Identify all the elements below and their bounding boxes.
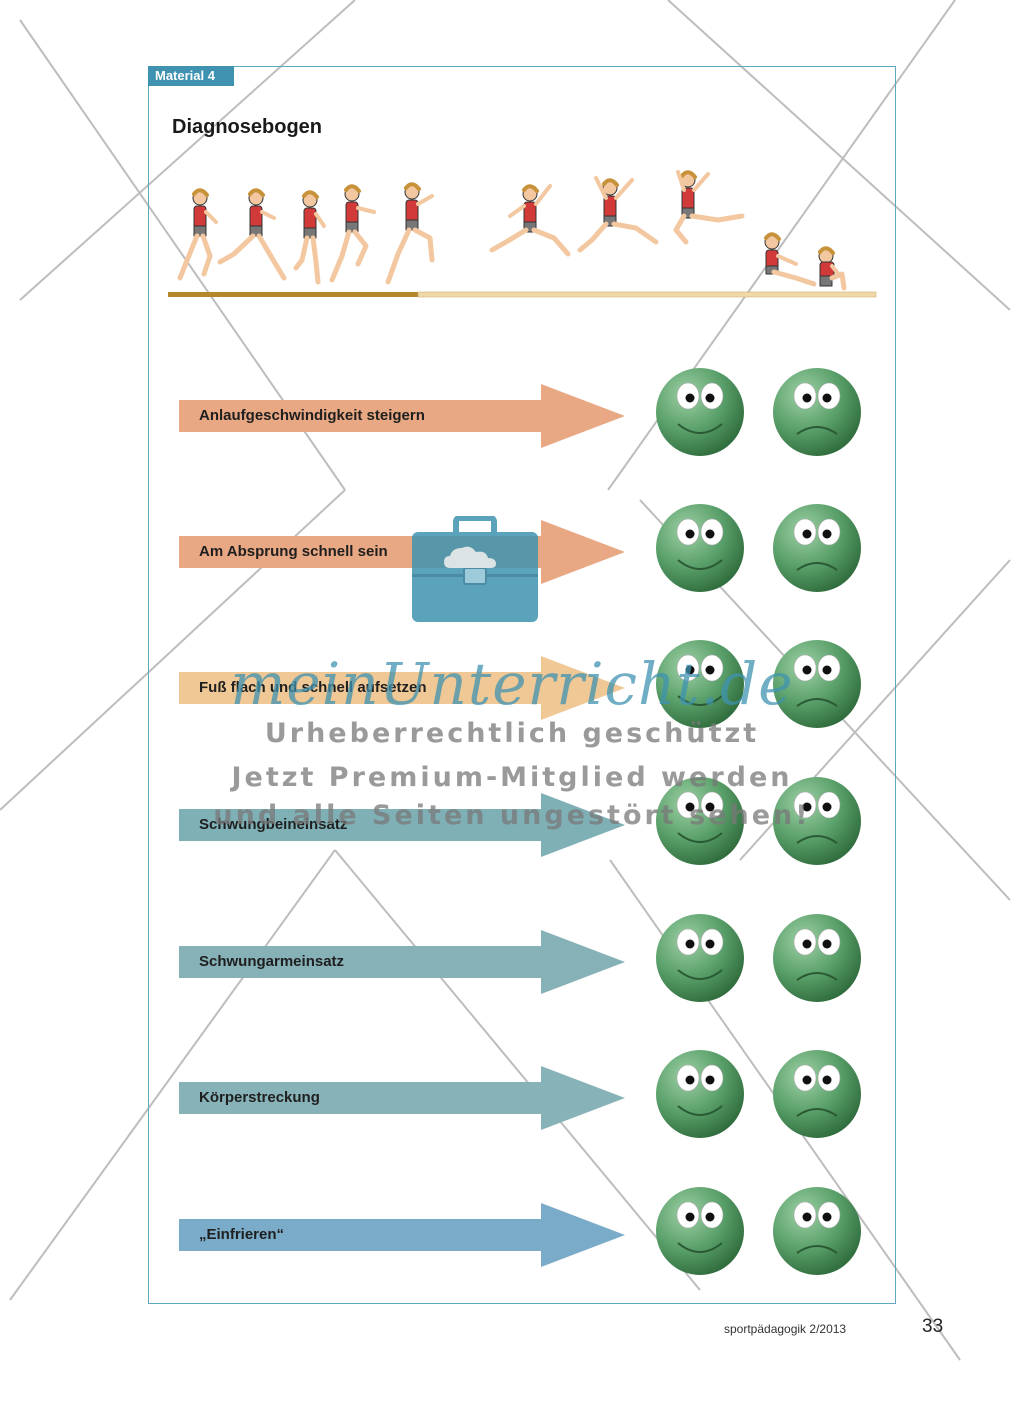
diagnosis-row: „Einfrieren“ [0,1187,1024,1275]
sad-face-icon[interactable] [771,366,863,458]
page-title: Diagnosebogen [172,116,323,138]
arrow-shape [179,1066,625,1130]
jumper-figure [329,184,376,283]
criterion-label: Fuß flach und schnell aufsetzen [199,679,427,696]
jumper-figure [177,188,218,281]
sad-face-icon[interactable] [771,638,863,730]
criterion-label: Am Absprung schnell sein [199,543,388,560]
diagnosis-row: Fuß flach und schnell aufsetzen [0,640,1024,728]
criterion-label: Anlaufgeschwindigkeit steigern [199,407,425,424]
jumper-figure [489,184,571,257]
track-runway [168,292,418,297]
material-frame [148,66,896,1304]
sad-face-icon[interactable] [771,912,863,1004]
jumper-figure [577,176,659,253]
track-sandpit [417,291,877,298]
jumper-figure [764,232,817,287]
watermark-logo: meinUnterricht.de [230,650,794,718]
diagnosis-row: Körperstreckung [0,1050,1024,1138]
criterion-label: Körperstreckung [199,1089,320,1106]
happy-face-icon[interactable] [654,1048,746,1140]
publication-info: sportpädagogik 2/2013 [724,1322,847,1336]
jumper-figure [293,190,326,285]
jumper-figure [217,188,287,281]
jumper-figure [818,246,847,291]
criterion-label: Schwungbeineinsatz [199,816,348,833]
happy-face-icon[interactable] [654,775,746,867]
happy-face-icon[interactable] [654,1185,746,1277]
arrow-shape [179,656,625,720]
jumper-figure [673,170,745,245]
long-jump-sequence-illustration [168,170,877,298]
watermark-line-3: und alle Seiten ungestört sehen! [213,800,811,831]
briefcase-cloud-icon [412,516,538,622]
page-number: 33 [922,1316,944,1337]
diagnosis-row: Anlaufgeschwindigkeit steigern [0,368,1024,456]
happy-face-icon[interactable] [654,502,746,594]
arrow-shape [179,384,625,448]
arrow-shape [179,930,625,994]
diagnosis-row: Schwungbeineinsatz [0,777,1024,865]
sad-face-icon[interactable] [771,1185,863,1277]
happy-face-icon[interactable] [654,912,746,1004]
criterion-label: Schwungarmeinsatz [199,953,345,970]
sad-face-icon[interactable] [771,775,863,867]
sad-face-icon[interactable] [771,1048,863,1140]
material-tag: Material 4 [148,66,234,86]
happy-face-icon[interactable] [654,366,746,458]
arrow-shape [179,793,625,857]
watermark-line-2: Jetzt Premium-Mitglied werden [231,762,793,793]
happy-face-icon[interactable] [654,638,746,730]
arrow-shape [179,1203,625,1267]
jumper-figure [385,182,435,285]
criterion-label: „Einfrieren“ [199,1226,285,1243]
sad-face-icon[interactable] [771,502,863,594]
diagnosis-row: Schwungarmeinsatz [0,914,1024,1002]
watermark-line-1: Urheberrechtlich geschützt [264,718,760,749]
